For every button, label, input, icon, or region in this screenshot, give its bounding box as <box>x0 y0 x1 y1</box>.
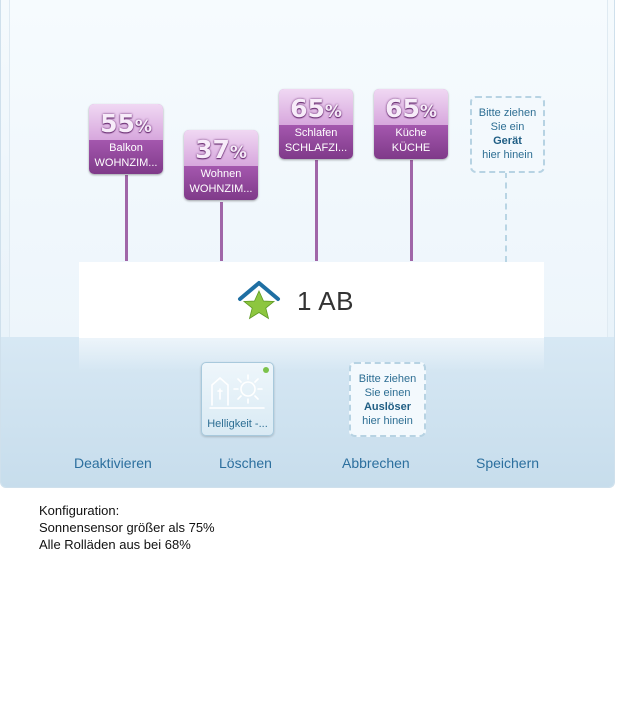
device-tile-schlafen[interactable]: 65% Schlafen SCHLAFZI... <box>279 89 353 159</box>
device-tile-kueche[interactable]: 65% Küche KÜCHE <box>374 89 448 159</box>
drop-connector <box>505 172 507 262</box>
device-connector <box>125 175 128 261</box>
device-room: SCHLAFZI... <box>284 142 348 154</box>
drop-text-bold: Auslöser <box>363 401 412 413</box>
scene-title: 1 AB <box>297 286 354 316</box>
device-connector <box>410 160 413 261</box>
house-star-icon <box>238 281 280 320</box>
delete-button[interactable]: Löschen <box>219 455 272 471</box>
device-connector <box>220 202 223 261</box>
device-room: WOHNZIM... <box>189 183 253 195</box>
drop-text-line: Sie einen <box>364 387 411 399</box>
device-name: Balkon <box>109 142 143 154</box>
drop-text-bold: Gerät <box>493 135 522 147</box>
deactivate-button[interactable]: Deaktivieren <box>74 455 152 471</box>
config-heading: Konfiguration: <box>39 503 120 518</box>
brightness-sensor-icon <box>209 374 265 409</box>
device-tile-balkon[interactable]: 55% Balkon WOHNZIM... <box>89 104 163 174</box>
cancel-button[interactable]: Abbrechen <box>342 455 410 471</box>
drop-text-line: hier hinein <box>482 149 533 161</box>
device-room: WOHNZIM... <box>94 157 158 169</box>
save-button[interactable]: Speichern <box>476 455 540 471</box>
trigger-drop-zone[interactable]: Bitte ziehen Sie einen Auslöser hier hin… <box>349 362 426 437</box>
trigger-tile-helligkeit[interactable]: Helligkeit -... <box>201 362 274 436</box>
scene-box <box>79 262 544 338</box>
device-room: KÜCHE <box>391 142 431 154</box>
drop-text-line: hier hinein <box>362 415 413 427</box>
configuration-notes: Konfiguration: Sonnensensor größer als 7… <box>39 502 215 553</box>
device-drop-zone[interactable]: Bitte ziehen Sie ein Gerät hier hinein <box>470 96 545 173</box>
device-percent: 65% <box>374 89 448 125</box>
device-percent: 65% <box>279 89 353 125</box>
trigger-label: Helligkeit -... <box>207 418 268 430</box>
drop-text-line: Bitte ziehen <box>478 107 537 119</box>
device-name: Küche <box>395 127 427 139</box>
device-name: Schlafen <box>294 127 338 139</box>
device-connector <box>315 160 318 261</box>
device-name: Wohnen <box>200 168 242 180</box>
status-dot <box>263 367 269 373</box>
scene-editor-panel: 55% Balkon WOHNZIM... 37% Wohnen WOHNZIM… <box>0 0 615 488</box>
config-line: Sonnensensor größer als 75% <box>39 520 215 535</box>
config-line: Alle Rolläden aus bei 68% <box>39 537 191 552</box>
drop-text-line: Sie ein <box>490 121 525 133</box>
device-percent: 55% <box>89 104 163 140</box>
scene-box-fade <box>79 338 544 372</box>
device-tile-wohnen[interactable]: 37% Wohnen WOHNZIM... <box>184 130 258 200</box>
device-percent: 37% <box>184 130 258 166</box>
drop-text-line: Bitte ziehen <box>358 373 417 385</box>
